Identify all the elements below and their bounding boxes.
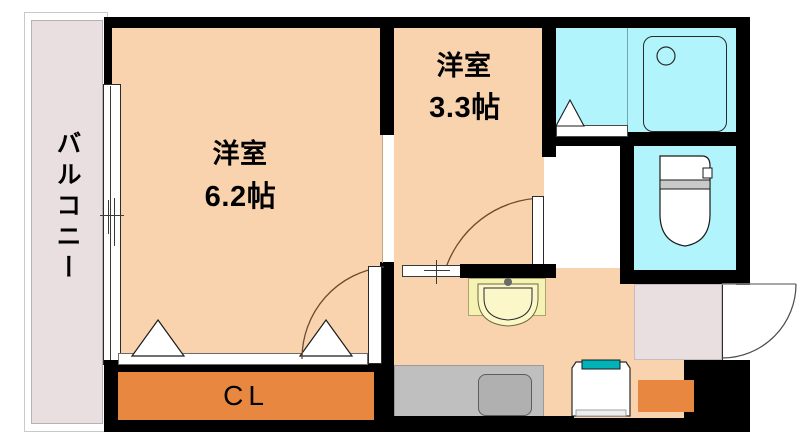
wall-right-lower bbox=[684, 360, 750, 432]
closet-fill bbox=[118, 372, 374, 420]
entry-door-swing[interactable] bbox=[720, 282, 800, 364]
main-room-size: 6.2帖 bbox=[204, 181, 277, 213]
bath-door-symbol bbox=[555, 98, 585, 127]
wall-right bbox=[736, 17, 750, 285]
entry-hall-floor bbox=[634, 284, 722, 360]
closet-door-symbols bbox=[130, 318, 354, 357]
wall-partition-lower bbox=[380, 262, 394, 368]
wall-partition-upper bbox=[380, 17, 394, 135]
balcony-floor bbox=[31, 20, 103, 424]
wall-vanity-head bbox=[460, 264, 556, 278]
second-room-size: 3.3帖 bbox=[429, 92, 501, 124]
main-room-floor bbox=[112, 28, 382, 368]
toilet bbox=[659, 155, 713, 247]
second-room-name: 洋室 bbox=[436, 51, 492, 81]
main-room-door-swing[interactable] bbox=[300, 265, 386, 361]
sliding-door-leaf-2 bbox=[114, 198, 115, 246]
sliding-door-mark-v bbox=[108, 200, 109, 234]
wall-top bbox=[104, 17, 750, 31]
wall-toilet-bottom bbox=[620, 270, 750, 284]
sliding-door-mark bbox=[100, 215, 124, 216]
washroom-door-mark-v bbox=[436, 260, 437, 284]
partition-opening-edge bbox=[382, 135, 383, 263]
washroom-door-mark-h bbox=[424, 270, 450, 271]
wall-kitchen-base bbox=[394, 416, 574, 422]
balcony-label: バルコニー bbox=[53, 130, 81, 285]
bath-folding-door[interactable] bbox=[556, 125, 628, 137]
wall-toilet-left bbox=[620, 146, 634, 270]
closet-label: CL bbox=[223, 380, 269, 411]
second-room-door-leaf[interactable] bbox=[532, 196, 544, 272]
second-room-floor bbox=[394, 28, 544, 268]
entry-door-leaf[interactable] bbox=[722, 284, 736, 360]
vanity-sink bbox=[477, 278, 539, 327]
main-room-name: 洋室 bbox=[212, 139, 268, 169]
kitchen-sink bbox=[478, 374, 532, 416]
wall-bath-left bbox=[542, 17, 556, 157]
washer-space bbox=[571, 359, 631, 417]
bathtub bbox=[643, 36, 727, 132]
bath-divider-line bbox=[627, 28, 628, 132]
sliding-door-leaf-1 bbox=[110, 86, 111, 363]
bathtub-drain-icon bbox=[656, 46, 676, 66]
shoe-box bbox=[638, 380, 694, 412]
main-room-door-leaf[interactable] bbox=[368, 266, 382, 364]
